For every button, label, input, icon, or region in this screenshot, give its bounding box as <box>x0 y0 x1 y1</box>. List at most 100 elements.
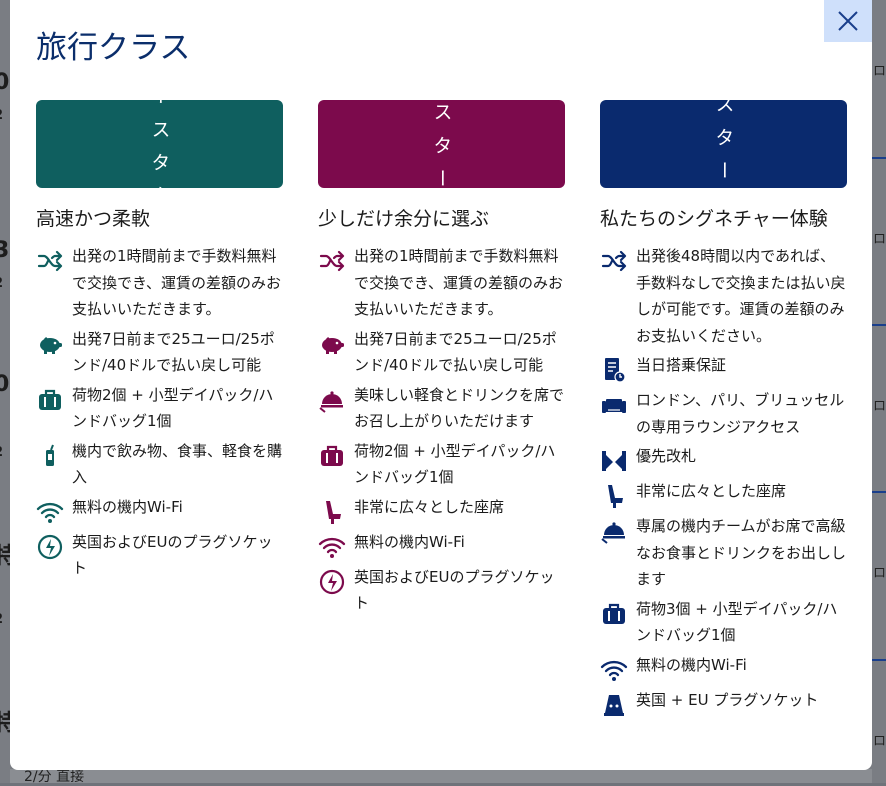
feature-item: 出発7日前まで25ユーロ/25ポンド/40ドルで払い戻し可能 <box>318 330 565 379</box>
close-icon <box>838 11 858 31</box>
feature-item: 英国およびEUのプラグソケット <box>36 533 283 582</box>
feature-item: 無料の機内Wi-Fi <box>318 533 565 561</box>
feature-item: 出発7日前まで25ユーロ/25ポンド/40ドルで払い戻し可能 <box>36 330 283 379</box>
wifi-icon <box>318 533 346 561</box>
feature-item: 出発の1時間前まで手数料無料で交換でき、運賃の差額のみお支払いいただきます。 <box>36 247 283 323</box>
feature-item: 荷物2個 + 小型デイパック/ハンドバッグ1個 <box>36 386 283 435</box>
feature-text: 出発後48時間以内であれば、手数料なしで交換または払い戻しが可能です。運賃の差額… <box>636 247 846 345</box>
seat-icon <box>318 498 346 526</box>
plug-icon <box>36 533 64 561</box>
feature-text: 無料の機内Wi-Fi <box>354 532 465 551</box>
feature-text: 優先改札 <box>636 447 697 465</box>
shuffle-icon <box>600 247 628 275</box>
feature-text: 非常に広々とした座席 <box>354 497 505 516</box>
feature-item: 美味しい軽食とドリンクを席でお召し上がりいただけます <box>318 386 565 435</box>
background-right-edge: ロ ロ ロ ロ ロ <box>872 0 886 783</box>
luggage-icon <box>600 600 628 628</box>
feature-item: 機内で飲み物、食事、軽食を購入 <box>36 442 283 491</box>
feature-text: 出発の1時間前まで手数料無料で交換でき、運賃の差額のみお支払いいただきます。 <box>72 247 281 318</box>
feature-list: 出発の1時間前まで手数料無料で交換でき、運賃の差額のみお支払いいただきます。 出… <box>36 247 283 582</box>
feature-item: 無料の機内Wi-Fi <box>600 656 847 684</box>
wifi-icon <box>36 498 64 526</box>
feature-item: 非常に広々とした座席 <box>318 498 565 526</box>
class-banner-text: ス タ ー プ <box>712 100 735 188</box>
shuffle-icon <box>36 247 64 275</box>
seat-icon <box>600 482 628 510</box>
travel-class-modal: 旅行クラス ー ス タ タ 高速かつ柔軟 出発の1時間前まで手数料無料で交換でき… <box>10 0 872 770</box>
meal-icon <box>318 386 346 414</box>
feature-text: 無料の機内Wi-Fi <box>636 655 747 674</box>
feature-list: 出発後48時間以内であれば、手数料なしで交換または払い戻しが可能です。運賃の差額… <box>600 247 847 719</box>
bg-bottom-text: 2/分 直接 <box>24 769 85 785</box>
wifi-icon <box>600 656 628 684</box>
boarding-guarantee-icon <box>600 356 628 384</box>
class-banner: ス タ ー プ <box>318 100 565 188</box>
background-bottom-strip: 2/分 直接 <box>10 769 872 785</box>
feature-item: 優先改札 <box>600 447 847 475</box>
feature-text: 機内で飲み物、食事、軽食を購入 <box>72 441 283 487</box>
class-tagline: 高速かつ柔軟 <box>36 208 151 230</box>
bg-glyph: 3 <box>0 238 10 263</box>
feature-text: 出発7日前まで25ユーロ/25ポンド/40ドルで払い戻し可能 <box>72 329 275 375</box>
class-banner: ー ス タ タ <box>36 100 283 188</box>
feature-item: 英国 + EU プラグソケット <box>600 691 847 719</box>
shuffle-icon <box>318 247 346 275</box>
feature-item: 出発の1時間前まで手数料無料で交換でき、運賃の差額のみお支払いいただきます。 <box>318 247 565 323</box>
bg-glyph: 2 <box>0 108 3 123</box>
bg-glyph: 2 <box>0 445 3 460</box>
bg-glyph: 2 <box>0 612 3 627</box>
feature-text: 英国 + EU プラグソケット <box>636 690 819 709</box>
feature-text: 荷物2個 + 小型デイパック/ハンドバッグ1個 <box>354 441 556 487</box>
feature-text: 英国およびEUのプラグソケット <box>72 532 273 578</box>
feature-text: ロンドン、パリ、ブリュッセルの専用ラウンジアクセス <box>636 391 845 436</box>
bg-glyph: ロ <box>872 566 886 581</box>
feature-item: 荷物2個 + 小型デイパック/ハンドバッグ1個 <box>318 442 565 491</box>
feature-text: 当日搭乗保証 <box>636 356 727 374</box>
lounge-icon <box>600 391 628 419</box>
feature-item: 出発後48時間以内であれば、手数料なしで交換または払い戻しが可能です。運賃の差額… <box>600 247 847 349</box>
feature-item: 当日搭乗保証 <box>600 356 847 384</box>
luggage-icon <box>318 442 346 470</box>
feature-text: 専属の機内チームがお席で高級なお食事とドリンクをお出しします <box>636 517 847 588</box>
background-left-edge: 0 2 3 2 0 2 特 2 特 <box>0 0 16 783</box>
modal-title: 旅行クラス <box>36 30 191 66</box>
feature-item: 英国およびEUのプラグソケット <box>318 568 565 617</box>
bg-glyph: ロ <box>872 232 886 247</box>
piggy-bank-icon <box>318 330 346 358</box>
close-button[interactable] <box>824 0 872 42</box>
feature-item: 無料の機内Wi-Fi <box>36 498 283 526</box>
drink-icon <box>36 442 64 470</box>
feature-text: 英国およびEUのプラグソケット <box>354 567 555 613</box>
plug-icon <box>318 568 346 596</box>
bg-glyph: ロ <box>872 399 886 414</box>
feature-item: 専属の機内チームがお席で高級なお食事とドリンクをお出しします <box>600 517 847 593</box>
class-banner-text: ー ス タ タ <box>148 100 171 188</box>
feature-item: 非常に広々とした座席 <box>600 482 847 510</box>
class-column-3: ス タ ー プ 私たちのシグネチャー体験 出発後48時間以内であれば、手数料なし… <box>600 100 847 727</box>
feature-text: 非常に広々とした座席 <box>636 482 787 500</box>
feature-text: 出発7日前まで25ユーロ/25ポンド/40ドルで払い戻し可能 <box>354 329 557 375</box>
class-banner: ス タ ー プ <box>600 100 847 188</box>
bg-glyph: ロ <box>872 734 886 749</box>
priority-gate-icon <box>600 447 628 475</box>
piggy-bank-icon <box>36 330 64 358</box>
class-tagline: 少しだけ余分に選ぶ <box>318 208 490 230</box>
feature-item: 荷物3個 + 小型デイパック/ハンドバッグ1個 <box>600 600 847 649</box>
feature-text: 荷物3個 + 小型デイパック/ハンドバッグ1個 <box>636 599 838 645</box>
feature-item: ロンドン、パリ、ブリュッセルの専用ラウンジアクセス <box>600 391 847 440</box>
feature-text: 荷物2個 + 小型デイパック/ハンドバッグ1個 <box>72 385 274 431</box>
luggage-icon <box>36 386 64 414</box>
feature-text: 無料の機内Wi-Fi <box>72 497 183 516</box>
feature-text: 美味しい軽食とドリンクを席でお召し上がりいただけます <box>354 385 565 431</box>
bg-glyph: 2 <box>0 276 3 291</box>
feature-text: 出発の1時間前まで手数料無料で交換でき、運賃の差額のみお支払いいただきます。 <box>354 247 563 318</box>
class-banner-text: ス タ ー プ <box>430 102 453 188</box>
plug-eu-icon <box>600 691 628 719</box>
feature-list: 出発の1時間前まで手数料無料で交換でき、運賃の差額のみお支払いいただきます。 出… <box>318 247 565 617</box>
bg-glyph: 0 <box>0 70 10 95</box>
class-tagline: 私たちのシグネチャー体験 <box>600 208 828 230</box>
class-column-2: ス タ ー プ 少しだけ余分に選ぶ 出発の1時間前まで手数料無料で交換でき、運賃… <box>318 100 565 625</box>
class-column-1: ー ス タ タ 高速かつ柔軟 出発の1時間前まで手数料無料で交換でき、運賃の差額… <box>36 100 283 590</box>
meal-icon <box>600 517 628 545</box>
bg-glyph: 0 <box>0 372 10 397</box>
